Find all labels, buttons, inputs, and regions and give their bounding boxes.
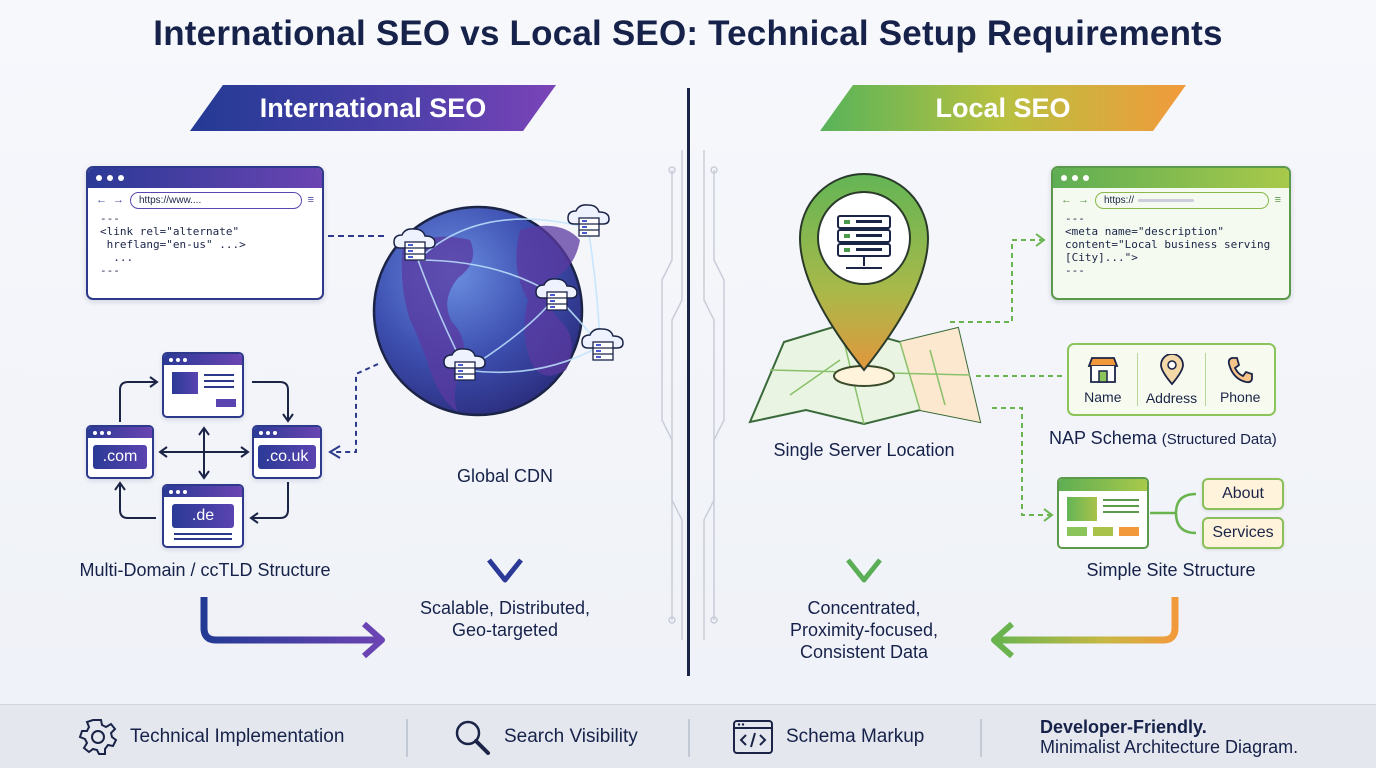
footer-technical-implementation: Technical Implementation [78, 705, 344, 768]
nap-phone: Phone [1206, 345, 1274, 414]
page-title: International SEO vs Local SEO: Technica… [153, 14, 1223, 53]
footer-bar: Technical Implementation Search Visibili… [0, 704, 1376, 768]
menu-icon: ≡ [1274, 194, 1281, 206]
domain-de-label: .de [172, 504, 234, 528]
cloud-server-icon [442, 346, 488, 391]
hreflang-browser-window: ← → https://www.... ≡ ---<link rel="alte… [86, 166, 324, 300]
back-arrow-icon: ← [1061, 194, 1072, 206]
intl-down-arrow [487, 558, 523, 583]
meta-code: ---<meta name="description"content="Loca… [1065, 212, 1271, 277]
intl-flow-arrow [200, 597, 378, 644]
services-page-node: Services [1202, 517, 1284, 549]
menu-icon: ≡ [307, 194, 314, 206]
globe-to-domains-connector [334, 363, 379, 453]
forward-arrow-icon: → [1078, 194, 1089, 206]
url-bar: https://www.... [130, 191, 302, 209]
connector-layer [114, 150, 1197, 659]
international-seo-banner-label: International SEO [259, 92, 487, 123]
cloud-server-icon [392, 226, 438, 271]
back-arrow-icon: ← [96, 194, 107, 206]
cloud-server-icon [534, 276, 580, 321]
domain-com-label: .com [93, 445, 147, 469]
store-icon [1087, 356, 1119, 383]
footer-search-visibility: Search Visibility [452, 705, 638, 768]
browser-title-bar [1053, 168, 1289, 188]
local-seo-banner-label: Local SEO [935, 92, 1071, 123]
simple-site-label: Simple Site Structure [1086, 560, 1256, 580]
site-tree-lines [1150, 492, 1197, 535]
global-cdn-label: Global CDN [456, 466, 554, 486]
hreflang-code: ---<link rel="alternate" hreflang="en-us… [100, 212, 246, 277]
magnifier-icon [455, 720, 490, 755]
domain-com-window: .com [86, 425, 154, 479]
footer-note: Developer-Friendly. Minimalist Architect… [1040, 717, 1299, 757]
local-seo-banner: Local SEO [820, 85, 1186, 131]
about-page-node: About [1202, 478, 1284, 510]
local-down-arrow [846, 558, 882, 583]
international-seo-banner: International SEO [190, 85, 556, 131]
browser-title-bar [88, 168, 322, 188]
forward-arrow-icon: → [113, 194, 124, 206]
globe-icon [372, 205, 601, 417]
local-flow-arrow [998, 597, 1179, 644]
nap-name: Name [1069, 345, 1137, 414]
site-home-window [1057, 477, 1149, 549]
local-connectors [950, 239, 1066, 516]
url-bar: https:// [1095, 191, 1269, 209]
nap-schema-label: NAP Schema (Structured Data) [1049, 428, 1277, 448]
cloud-server-icon [580, 326, 626, 371]
cloud-server-icon [566, 202, 612, 247]
center-divider [687, 88, 690, 676]
location-pin-icon [1159, 353, 1184, 385]
nap-address: Address [1138, 345, 1206, 414]
meta-description-browser-window: ← → https:// ≡ ---<meta name="descriptio… [1051, 166, 1291, 300]
domain-couk-label: .co.uk [258, 445, 316, 469]
footer-schema-markup: Schema Markup [732, 705, 924, 768]
intl-result-text: Scalable, Distributed,Geo-targeted [419, 598, 591, 640]
site-page-window [162, 352, 244, 418]
circuit-lines [661, 150, 725, 640]
domain-arrows [114, 376, 294, 524]
domain-de-window: .de [162, 484, 244, 548]
local-result-text: Concentrated,Proximity-focused,Consisten… [789, 598, 939, 662]
multi-domain-label: Multi-Domain / ccTLD Structure [79, 560, 331, 580]
single-server-label: Single Server Location [773, 440, 955, 460]
domain-couk-window: .co.uk [252, 425, 322, 479]
gear-icon [78, 719, 118, 755]
code-window-icon [733, 720, 773, 754]
nap-schema-box: Name Address Phone [1067, 343, 1276, 416]
phone-icon [1228, 356, 1254, 383]
